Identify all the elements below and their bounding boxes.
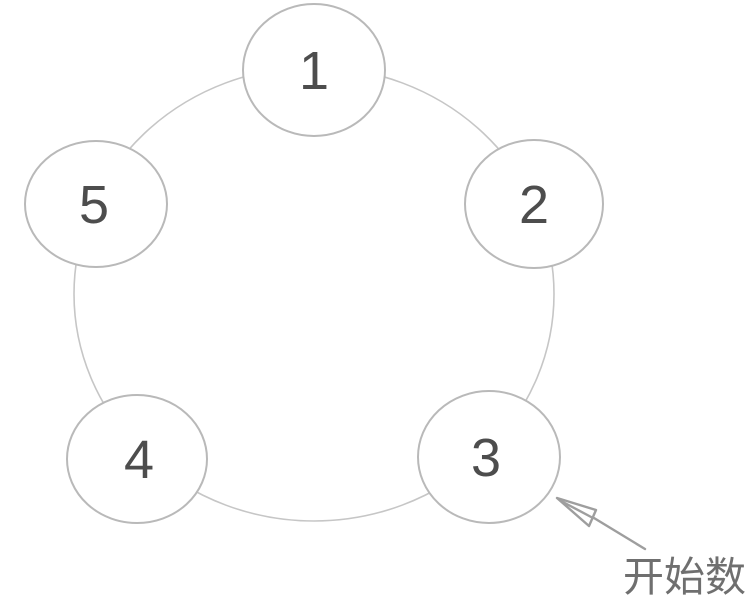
start-arrow <box>555 496 647 551</box>
node-1: 1 <box>242 3 386 137</box>
node-circle-4 <box>66 394 208 524</box>
node-circle-3 <box>417 390 561 524</box>
node-label-3: 3 <box>471 428 501 488</box>
start-arrow-shaft <box>592 516 647 551</box>
node-label-1: 1 <box>299 41 329 101</box>
node-label-4: 4 <box>124 430 154 490</box>
node-label-2: 2 <box>519 175 549 235</box>
node-4: 4 <box>66 394 208 524</box>
node-3: 3 <box>417 390 561 524</box>
node-5: 5 <box>24 140 168 268</box>
node-label-5: 5 <box>79 175 109 235</box>
node-circle-1 <box>242 3 386 137</box>
node-circle-5 <box>24 140 168 268</box>
start-arrow-head-crease <box>559 499 595 520</box>
annotation-label: 开始数 <box>623 554 746 600</box>
node-circle-2 <box>464 139 604 269</box>
node-2: 2 <box>464 139 604 269</box>
